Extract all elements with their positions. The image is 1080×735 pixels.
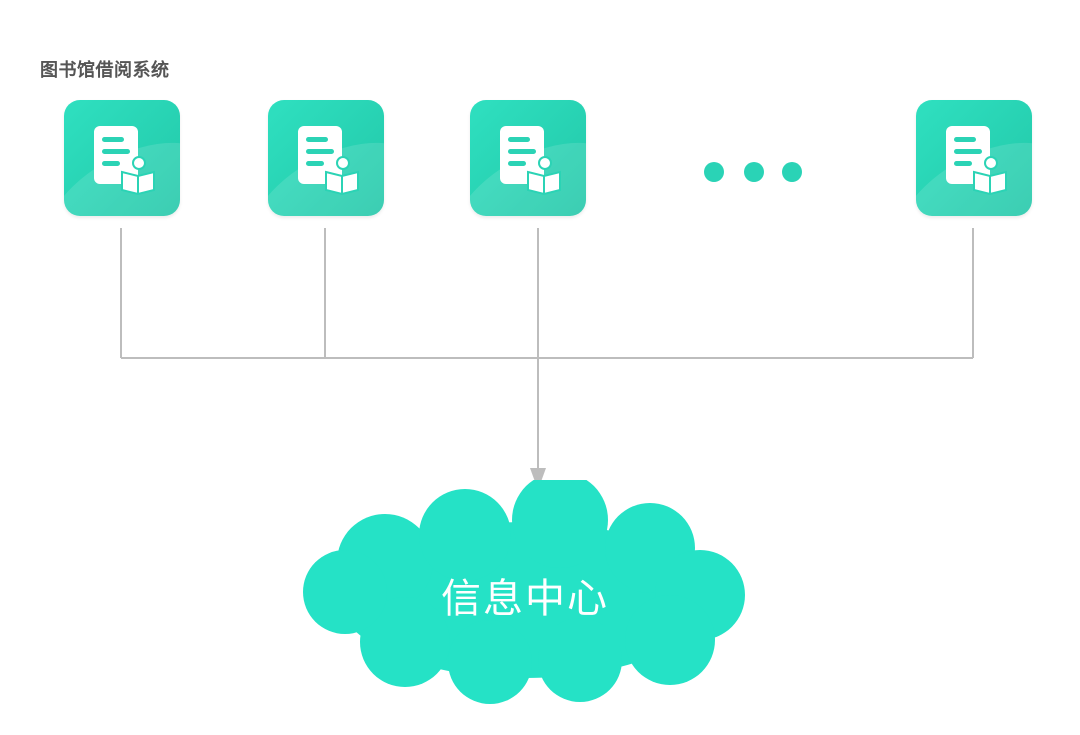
ellipsis-dot — [782, 162, 802, 182]
ellipsis-icon — [700, 160, 810, 184]
library-system-node — [470, 100, 586, 216]
ellipsis-dot — [744, 162, 764, 182]
library-system-node — [268, 100, 384, 216]
library-book-icon — [298, 126, 359, 196]
library-book-icon — [946, 126, 1007, 196]
library-book-icon — [94, 126, 155, 196]
hub-label: 信息中心 — [441, 576, 609, 622]
info-center-cloud: 信息中心 — [290, 472, 760, 710]
cloud-shape — [303, 472, 745, 704]
library-system-node — [64, 100, 180, 216]
library-book-icon — [500, 126, 561, 196]
library-system-node — [916, 100, 1032, 216]
arrow-head-icon — [530, 468, 546, 490]
ellipsis-dot — [704, 162, 724, 182]
diagram-title: 图书馆借阅系统 — [40, 60, 170, 81]
